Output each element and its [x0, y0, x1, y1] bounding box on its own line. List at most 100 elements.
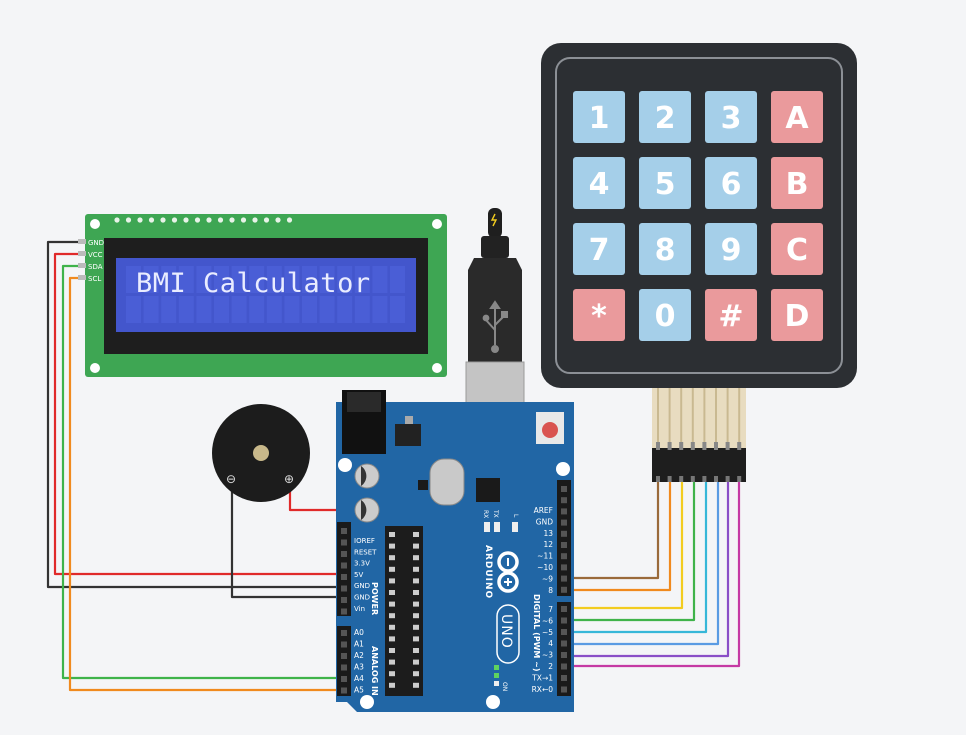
wire-keypad-1[interactable]: [564, 478, 660, 580]
keypad-pin: [725, 442, 730, 450]
key-cap: [705, 223, 757, 275]
mount-hole: [90, 219, 100, 229]
wire-keypad-5[interactable]: [564, 478, 708, 634]
power-pin-label: IOREF: [354, 537, 375, 545]
power-pin-label: 3.3V: [354, 560, 370, 568]
lcd-cell: [249, 296, 265, 323]
wire-gnd[interactable]: [46, 240, 344, 589]
header-hole: [561, 586, 567, 593]
keypad-key-0[interactable]: 0: [639, 289, 691, 341]
keypad-key-B[interactable]: B: [771, 157, 823, 209]
wire-keypad-6[interactable]: [564, 478, 720, 646]
reset-button[interactable]: [542, 422, 558, 438]
header-hole: [561, 617, 567, 624]
keypad-key-1[interactable]: 1: [573, 91, 625, 143]
header-hole: [561, 606, 567, 612]
keypad-key-C[interactable]: C: [771, 223, 823, 275]
rx-led: [484, 522, 490, 532]
keypad-key-D[interactable]: D: [771, 289, 823, 341]
keypad-pin-socket: [725, 476, 730, 482]
keypad-pin: [656, 442, 660, 450]
lcd-module[interactable]: BMI Calculator GND VCC SDA SCL: [78, 214, 447, 377]
keypad-pin: [679, 442, 684, 450]
keypad-key-#[interactable]: #: [705, 289, 757, 341]
wire-keypad-2[interactable]: [564, 478, 672, 592]
header-hole: [341, 539, 347, 546]
keypad-key-9[interactable]: 9: [705, 223, 757, 275]
capacitor-mark: [361, 466, 367, 486]
keypad-key-2[interactable]: 2: [639, 91, 691, 143]
chip-pins: [389, 532, 419, 688]
lcd-header-pin: [160, 217, 166, 223]
mount-hole: [432, 219, 442, 229]
lcd-header-pin: [194, 217, 201, 223]
wire-keypad-3[interactable]: [564, 478, 684, 610]
lcd-header-pins: [114, 217, 293, 223]
key-label: C: [786, 233, 808, 268]
keypad-key-6[interactable]: 6: [705, 157, 757, 209]
header-hole: [341, 574, 347, 580]
key-label: A: [785, 101, 809, 136]
analog-pin-label: A1: [354, 640, 364, 649]
keypad-pin-socket: [690, 476, 695, 482]
lcd-cell: [337, 266, 353, 293]
keypad-inner-border: [555, 57, 843, 374]
power-pin-label: 5V: [354, 571, 363, 579]
lcd-display-text: BMI Calculator: [136, 268, 371, 299]
lcd-cell: [214, 296, 229, 323]
pin-stub: [78, 275, 86, 280]
key-label: 8: [655, 233, 676, 268]
chip-pin: [413, 543, 419, 549]
lcd-cell: [266, 296, 282, 323]
lcd-header-pin: [240, 217, 247, 223]
keypad-key-A[interactable]: A: [771, 91, 823, 143]
chip-pin: [389, 555, 395, 561]
lcd-cell: [372, 266, 388, 293]
lcd-cell: [337, 296, 353, 323]
digital-pin-label: 2: [548, 662, 553, 671]
digital-pin-label: 8: [548, 586, 553, 595]
digital-pin-label: ~11: [537, 552, 553, 561]
header-hole: [341, 528, 347, 534]
digital-pin-label: ~10: [537, 563, 553, 572]
header-hole: [561, 575, 567, 582]
header-hole: [561, 675, 567, 681]
wire-keypad-7[interactable]: [564, 478, 730, 658]
keypad-key-*[interactable]: *: [573, 289, 625, 341]
tx-led-label: TX: [492, 509, 499, 518]
header-hole: [561, 640, 567, 647]
keypad-key-7[interactable]: 7: [573, 223, 625, 275]
keypad-key-5[interactable]: 5: [639, 157, 691, 209]
power-section-label: POWER: [370, 582, 379, 615]
wire-vcc[interactable]: [53, 252, 344, 576]
l-led-label: L: [512, 514, 519, 518]
key-cap: [705, 289, 757, 341]
piezo-buzzer[interactable]: ⊖ ⊕: [212, 404, 310, 502]
wire-buzzer-gnd[interactable]: [230, 476, 344, 599]
lcd-cell: [319, 266, 335, 293]
power-pin-label: GND: [354, 582, 370, 590]
wire-keypad-8[interactable]: [564, 478, 741, 668]
keypad-key-4[interactable]: 4: [573, 157, 625, 209]
chip-pin: [389, 682, 395, 688]
keypad-pin-socket: [702, 476, 707, 482]
rx-led-label: RX: [482, 510, 489, 518]
chip-pin: [389, 613, 395, 619]
usb-chip: [476, 478, 500, 502]
key-cap: [639, 91, 691, 143]
usb-cable[interactable]: [465, 208, 525, 423]
keypad-key-3[interactable]: 3: [705, 91, 757, 143]
digital-pin-label: TX→1: [531, 673, 553, 682]
keypad-key-8[interactable]: 8: [639, 223, 691, 275]
analog-header: [337, 626, 351, 696]
wire-keypad-4[interactable]: [564, 478, 696, 622]
key-cap: [639, 223, 691, 275]
atmega-chip: [385, 526, 423, 696]
header-hole: [561, 629, 567, 635]
header-hole: [341, 687, 347, 694]
chip-pin: [389, 601, 395, 607]
wire-sda[interactable]: [61, 264, 344, 680]
